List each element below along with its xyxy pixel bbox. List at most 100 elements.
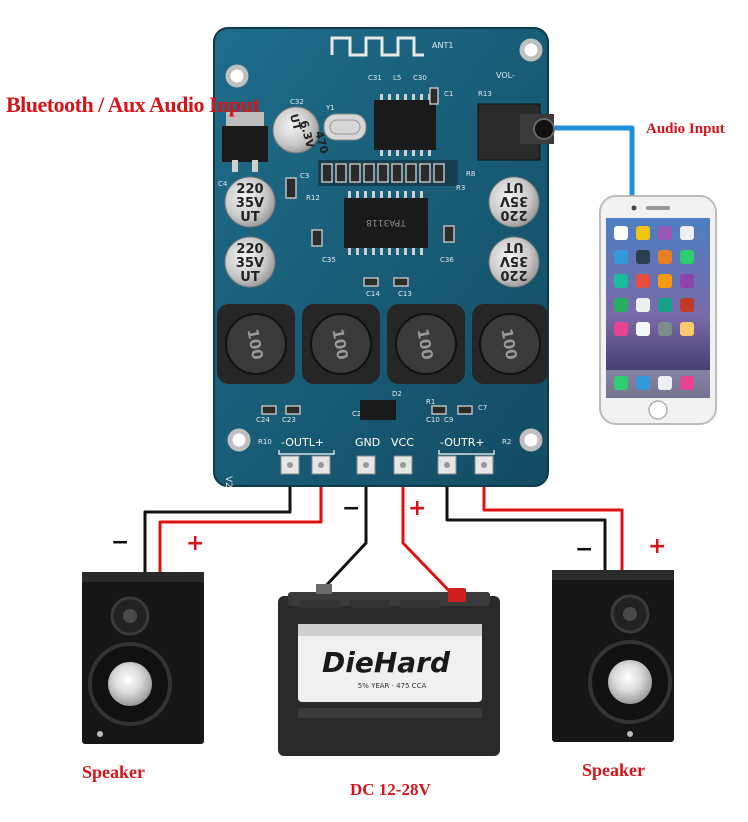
audio-jack xyxy=(477,103,555,161)
car-battery: DieHard 5% YEAR · 475 CCA xyxy=(278,584,500,756)
inductors: 100 100 100 100 xyxy=(217,304,548,384)
silkscreen-labels: C31 L5 C30 C32 C4 Y1 R13 C1 C3 R12 C14 C… xyxy=(218,74,511,446)
smd-parts xyxy=(261,87,473,415)
battery-small-text: 5% YEAR · 475 CCA xyxy=(358,682,427,690)
outr-label: -OUTR+ xyxy=(440,436,485,449)
speaker-right-label: Speaker xyxy=(582,760,645,780)
smd-component-row xyxy=(318,160,458,186)
svg-text:C1: C1 xyxy=(444,90,453,98)
svg-text:35V: 35V xyxy=(236,256,264,271)
svg-text:R8: R8 xyxy=(466,170,475,178)
speaker-left xyxy=(82,572,204,744)
inductor-2: 100 xyxy=(302,304,380,384)
svg-text:100: 100 xyxy=(413,327,436,361)
svg-text:C20: C20 xyxy=(352,410,366,418)
inductor-4: 100 xyxy=(472,304,548,384)
vol-label: VOL- xyxy=(496,71,515,80)
home-button xyxy=(648,400,668,420)
outl-label: -OUTL+ xyxy=(281,436,324,449)
speaker-left-label: Speaker xyxy=(82,762,145,782)
svg-text:D2: D2 xyxy=(392,390,402,398)
svg-text:35V: 35V xyxy=(236,196,264,211)
terminal-labels: -OUTL+ GND VCC -OUTR+ xyxy=(281,436,485,449)
svg-text:UT: UT xyxy=(504,239,524,254)
diode xyxy=(360,400,396,420)
aux-cable xyxy=(555,125,635,198)
svg-text:C10: C10 xyxy=(426,416,440,424)
svg-text:C36: C36 xyxy=(440,256,454,264)
antenna-trace xyxy=(330,36,424,57)
svg-text:C9: C9 xyxy=(444,416,453,424)
capacitor-right-top: 220 35V UT xyxy=(488,176,540,228)
svg-text:Y1: Y1 xyxy=(325,104,335,112)
svg-text:C13: C13 xyxy=(398,290,412,298)
wire-outr-minus xyxy=(445,470,607,570)
svg-text:C14: C14 xyxy=(366,290,380,298)
smartphone xyxy=(599,195,717,425)
svg-text:UT: UT xyxy=(287,112,304,132)
svg-text:R1: R1 xyxy=(426,398,435,406)
svg-text:UT: UT xyxy=(240,270,260,285)
plus-sign-right: + xyxy=(648,534,667,559)
antenna-label: ANT1 xyxy=(432,41,453,50)
capacitor-left-top: 220 35V UT xyxy=(224,176,276,228)
wires xyxy=(143,125,635,599)
svg-text:470: 470 xyxy=(312,130,331,156)
svg-text:L5: L5 xyxy=(393,74,401,82)
amplifier-chip: TPA3118 xyxy=(344,191,428,255)
svg-text:R12: R12 xyxy=(306,194,320,202)
svg-text:C23: C23 xyxy=(282,416,296,424)
svg-text:100: 100 xyxy=(328,327,351,361)
speaker-right xyxy=(552,570,674,742)
svg-text:C30: C30 xyxy=(413,74,427,82)
app-icon-grid xyxy=(606,226,710,398)
amplifier-board: ANT1 VOL- V2 470 6.3V UT xyxy=(213,27,555,488)
plus-sign-left: + xyxy=(186,531,205,556)
audio-input-label: Audio Input xyxy=(646,121,725,137)
inductor-3: 100 xyxy=(387,304,465,384)
bluetooth-chip xyxy=(374,94,436,156)
small-capacitor: 470 6.3V UT xyxy=(272,106,331,156)
svg-text:C35: C35 xyxy=(322,256,336,264)
capacitor-right-bottom: 220 35V UT xyxy=(488,236,540,288)
svg-text:35V: 35V xyxy=(500,193,528,208)
inductor-1: 100 xyxy=(217,304,295,384)
svg-text:TPA3118: TPA3118 xyxy=(366,217,407,227)
svg-text:C32: C32 xyxy=(290,98,304,106)
minus-sign-gnd: − xyxy=(342,496,361,521)
svg-text:C3: C3 xyxy=(300,172,309,180)
svg-text:220: 220 xyxy=(500,267,527,282)
wire-vcc xyxy=(401,470,457,599)
dc-voltage-label: DC 12-28V xyxy=(350,780,431,799)
battery-brand: DieHard xyxy=(322,646,451,679)
svg-text:220: 220 xyxy=(500,207,527,222)
mounting-holes xyxy=(225,38,543,452)
wire-gnd xyxy=(320,470,368,592)
svg-text:C24: C24 xyxy=(256,416,270,424)
svg-text:UT: UT xyxy=(240,210,260,225)
vcc-label: VCC xyxy=(391,436,414,449)
svg-text:100: 100 xyxy=(243,327,266,361)
svg-text:220: 220 xyxy=(236,182,263,197)
svg-text:C31: C31 xyxy=(368,74,382,82)
svg-text:R2: R2 xyxy=(502,438,511,446)
wire-outl-minus xyxy=(143,470,292,572)
svg-text:C4: C4 xyxy=(218,180,228,188)
svg-text:R10: R10 xyxy=(258,438,272,446)
svg-text:35V: 35V xyxy=(500,253,528,268)
wire-outl-plus xyxy=(158,470,323,572)
svg-text:C7: C7 xyxy=(478,404,487,412)
page-title: Bluetooth / Aux Audio Input xyxy=(6,92,260,117)
capacitor-left-bottom: 220 35V UT xyxy=(224,236,276,288)
wire-outr-plus xyxy=(482,470,624,570)
svg-text:R13: R13 xyxy=(478,90,492,98)
version-label: V2 xyxy=(223,476,233,488)
plus-sign-vcc: + xyxy=(408,496,427,521)
svg-text:R3: R3 xyxy=(456,184,465,192)
svg-text:UT: UT xyxy=(504,179,524,194)
crystal-oscillator xyxy=(323,113,367,141)
voltage-regulator xyxy=(222,112,268,172)
gnd-label: GND xyxy=(355,436,380,449)
minus-sign-right: − xyxy=(575,537,594,562)
